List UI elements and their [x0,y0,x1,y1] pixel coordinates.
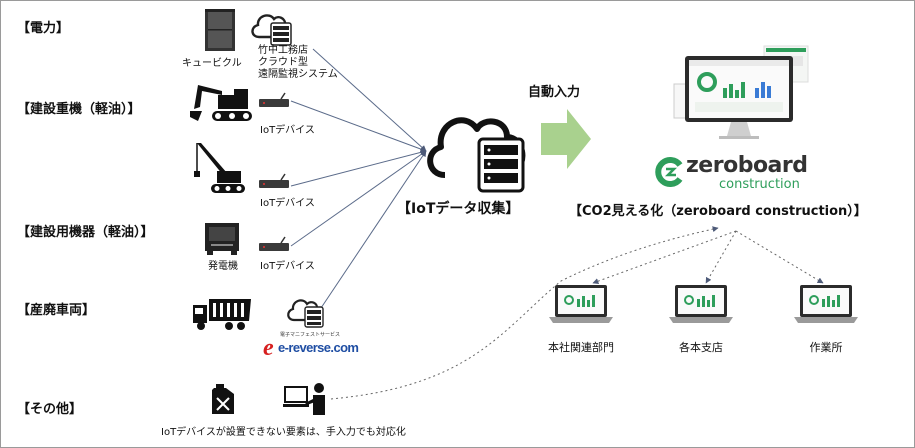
iot-device-label: IoTデバイス [260,125,315,136]
line-dest-branch [705,230,737,284]
dashboard-screens-illustration [669,44,819,144]
green-arrow-icon [541,109,591,169]
monitor-icon [673,45,809,139]
category-other: 【その他】 [17,402,83,417]
laptop-icon [794,285,858,323]
category-waste-vehicle: 【産廃車両】 [17,303,96,318]
destination-hq: 本社関連部門 [548,341,614,354]
iot-device-label: IoTデバイス [260,261,315,272]
destination-branches: 各本支店 [679,341,723,354]
laptop-icon [549,285,613,323]
ereverse-logo-text: e-reverse.com [278,340,359,355]
laptop-icon [669,285,733,323]
iot-device-label: IoTデバイス [260,198,315,209]
line-iot-3 [290,150,427,247]
fuel-can-icon [212,384,234,414]
iot-collection-label: 【IoTデータ収集】 [397,201,520,217]
brand-main: zeroboard [686,153,808,178]
crane-icon [194,143,245,193]
ereverse-e-icon: e [263,335,274,361]
category-heavy-machinery: 【建設重機（軽油）】 [17,102,141,117]
cubicle-label: キュービクル [182,58,242,69]
cloud-server-icon [251,14,292,46]
cubicle-icon [205,9,235,51]
cloud-server-icon [287,299,324,328]
line-dest-hq [592,230,737,284]
iot-device-icon [259,92,289,107]
line-iot-2 [290,149,427,187]
line-dest-site [735,230,824,284]
line-manual-input [330,226,719,400]
svg-text:e: e [263,335,274,361]
destination-site: 作業所 [809,341,843,354]
zeroboard-logo-icon [655,157,683,187]
manual-input-note: IoTデバイスが設置できない要素は、手入力でも対応化 [161,427,406,438]
line-iot-1 [290,100,427,152]
central-cloud-server-icon [427,117,526,193]
cloud-system-label: 竹中工務店 クラウド型 遠隔監視システム [258,45,338,80]
generator-label: 発電機 [208,261,238,272]
iot-device-icon [259,236,289,251]
brand-sub: construction [719,177,800,192]
generator-icon [205,223,239,255]
iot-device-icon [259,173,289,188]
ereverse-logo: e e-reverse.com [263,335,359,361]
co2-visualization-label: 【CO2見える化（zeroboard construction）】 [569,204,867,219]
auto-input-label: 自動入力 [528,85,581,100]
category-power: 【電力】 [17,21,70,36]
excavator-icon [190,85,252,121]
manifest-caption: 電子マニフェストサービス [280,332,341,338]
dump-truck-icon [193,299,251,330]
line-ereverse [318,150,427,312]
person-at-computer-icon [283,383,325,415]
category-equipment: 【建設用機器（軽油）】 [17,225,154,240]
line-cloud-system [312,48,427,152]
